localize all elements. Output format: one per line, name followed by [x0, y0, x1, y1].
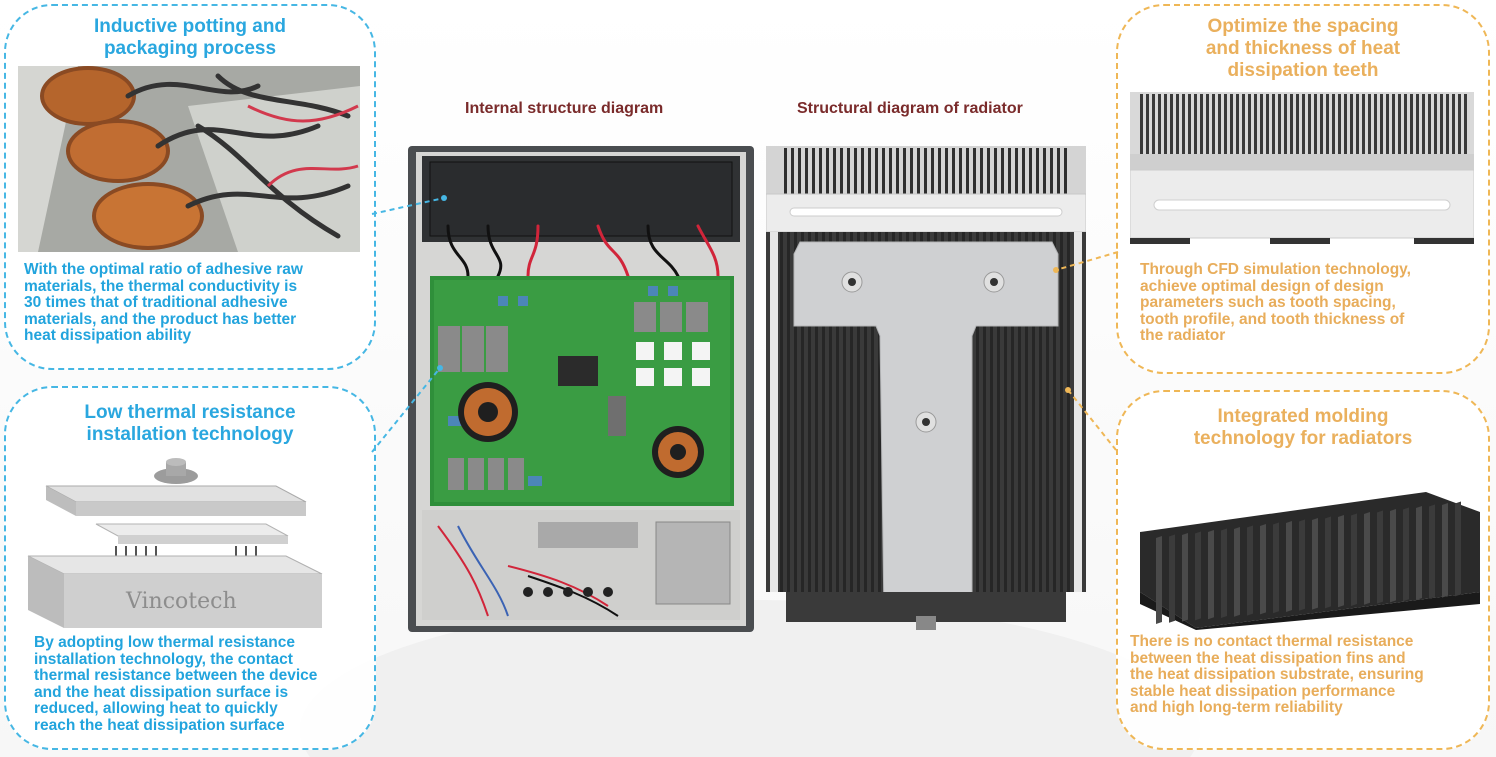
callout-potting-text-line-1: With the optimal ratio of adhesive raw — [24, 261, 303, 278]
coil-photo — [18, 66, 360, 252]
callout-installation-text-line-2: installation technology, the contact — [34, 650, 293, 668]
callout-potting-text: With the optimal ratio of adhesive raw m… — [24, 261, 374, 345]
callout-installation: Low thermal resistance installation tech… — [4, 386, 376, 750]
callout-spacing-text-line-3: parameters such as tooth spacing, — [1140, 294, 1396, 311]
callout-spacing-text-line-5: the radiator — [1140, 327, 1226, 344]
radiator-structure-photo — [766, 146, 1086, 632]
callout-potting-title-line-1: Inductive potting and — [93, 16, 287, 37]
callout-installation-title-line-1: Low thermal resistance — [84, 402, 296, 423]
callout-potting-title-line-2: packaging process — [103, 38, 277, 59]
callout-installation-text-line-4: and the heat dissipation surface is — [34, 683, 289, 701]
callout-spacing-title-line-3: dissipation teeth — [1227, 60, 1379, 81]
callout-potting-text-line-3: 30 times that of traditional adhesive — [24, 294, 288, 311]
callout-spacing-title-line-1: Optimize the spacing — [1207, 16, 1399, 37]
callout-installation-title: Low thermal resistance installation tech… — [6, 402, 374, 446]
callout-potting: Inductive potting and packaging process — [4, 4, 376, 370]
callout-molding-title-line-1: Integrated molding — [1217, 406, 1389, 427]
callout-molding-text-line-4: stable heat dissipation performance — [1130, 682, 1396, 700]
callout-molding-text-line-5: and high long-term reliability — [1130, 699, 1343, 716]
callout-potting-text-line-4: materials, and the product has better — [24, 310, 297, 328]
callout-spacing-text-line-1: Through CFD simulation technology, — [1140, 261, 1411, 278]
callout-potting-title: Inductive potting and packaging process — [6, 16, 374, 60]
callout-installation-text-line-5: reduced, allowing heat to quickly — [34, 700, 278, 717]
module-exploded-photo: Vincotech — [26, 458, 326, 634]
radiator-structure-label: Structural diagram of radiator — [797, 100, 1023, 117]
internal-structure-photo — [408, 146, 754, 632]
callout-installation-text-line-1: By adopting low thermal resistance — [34, 634, 295, 651]
callout-molding-title: Integrated molding technology for radiat… — [1118, 406, 1488, 450]
callout-installation-title-line-2: installation technology — [86, 424, 294, 445]
callout-spacing: Optimize the spacing and thickness of he… — [1116, 4, 1490, 374]
callout-installation-text: By adopting low thermal resistance insta… — [34, 634, 379, 734]
internal-structure-label: Internal structure diagram — [465, 100, 664, 117]
callout-molding: Integrated molding technology for radiat… — [1116, 390, 1490, 750]
callout-installation-text-line-6: reach the heat dissipation surface — [34, 716, 285, 734]
callout-spacing-title-line-2: and thickness of heat — [1205, 38, 1401, 59]
callout-spacing-text-line-2: achieve optimal design of design — [1140, 277, 1384, 295]
callout-spacing-text: Through CFD simulation technology, achie… — [1140, 261, 1485, 345]
callout-molding-text-line-1: There is no contact thermal resistance — [1130, 633, 1414, 650]
integrated-heatsink-photo — [1126, 472, 1480, 630]
vincotech-brand: Vincotech — [125, 589, 237, 614]
callout-installation-text-line-3: thermal resistance between the device — [34, 667, 318, 684]
fin-spacing-photo — [1130, 88, 1474, 244]
callout-potting-text-line-2: materials, the thermal conductivity is — [24, 277, 298, 295]
callout-molding-text: There is no contact thermal resistance b… — [1130, 633, 1486, 717]
callout-spacing-title: Optimize the spacing and thickness of he… — [1118, 16, 1488, 82]
callout-molding-title-line-2: technology for radiators — [1193, 428, 1413, 449]
callout-molding-text-line-2: between the heat dissipation fins and — [1130, 649, 1406, 667]
callout-spacing-text-line-4: tooth profile, and tooth thickness of — [1140, 310, 1405, 328]
callout-molding-text-line-3: the heat dissipation substrate, ensuring — [1130, 666, 1424, 683]
callout-potting-text-line-5: heat dissipation ability — [24, 327, 192, 344]
